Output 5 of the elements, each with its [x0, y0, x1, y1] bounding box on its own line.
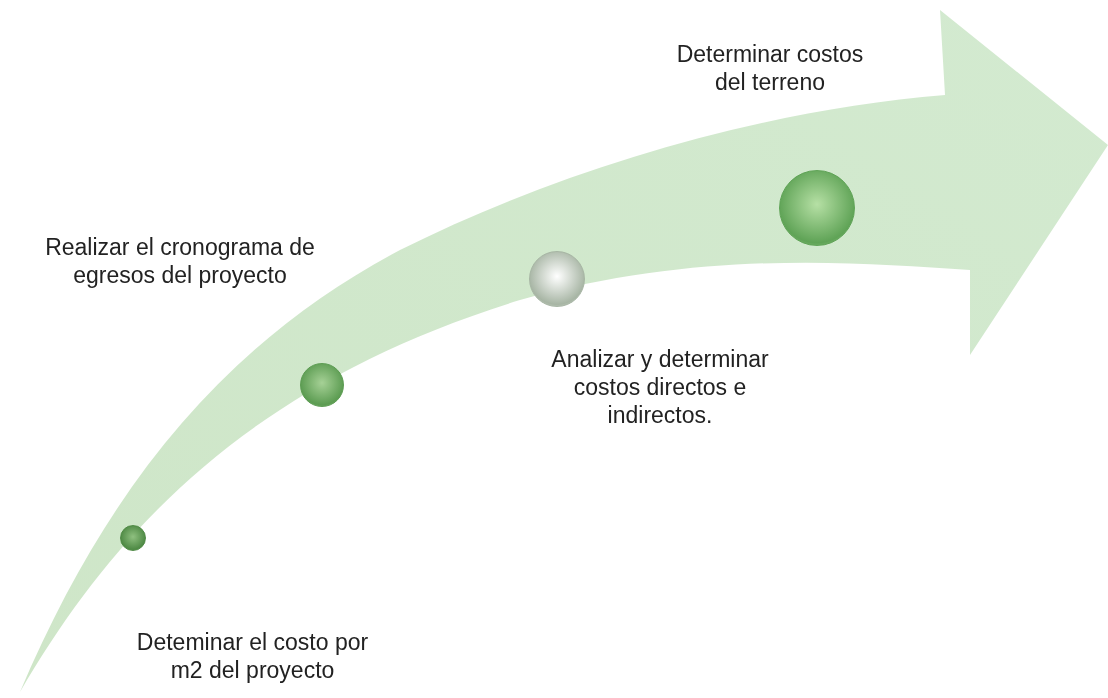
step-label: Deteminar el costo por m2 del proyecto: [135, 628, 370, 684]
step-label: Analizar y determinar costos directos e indirectos.: [550, 345, 770, 429]
step-label: Realizar el cronograma de egresos del proyecto: [44, 233, 316, 289]
step-label: Determinar costos del terreno: [675, 40, 865, 96]
circle-marker: [120, 525, 146, 551]
